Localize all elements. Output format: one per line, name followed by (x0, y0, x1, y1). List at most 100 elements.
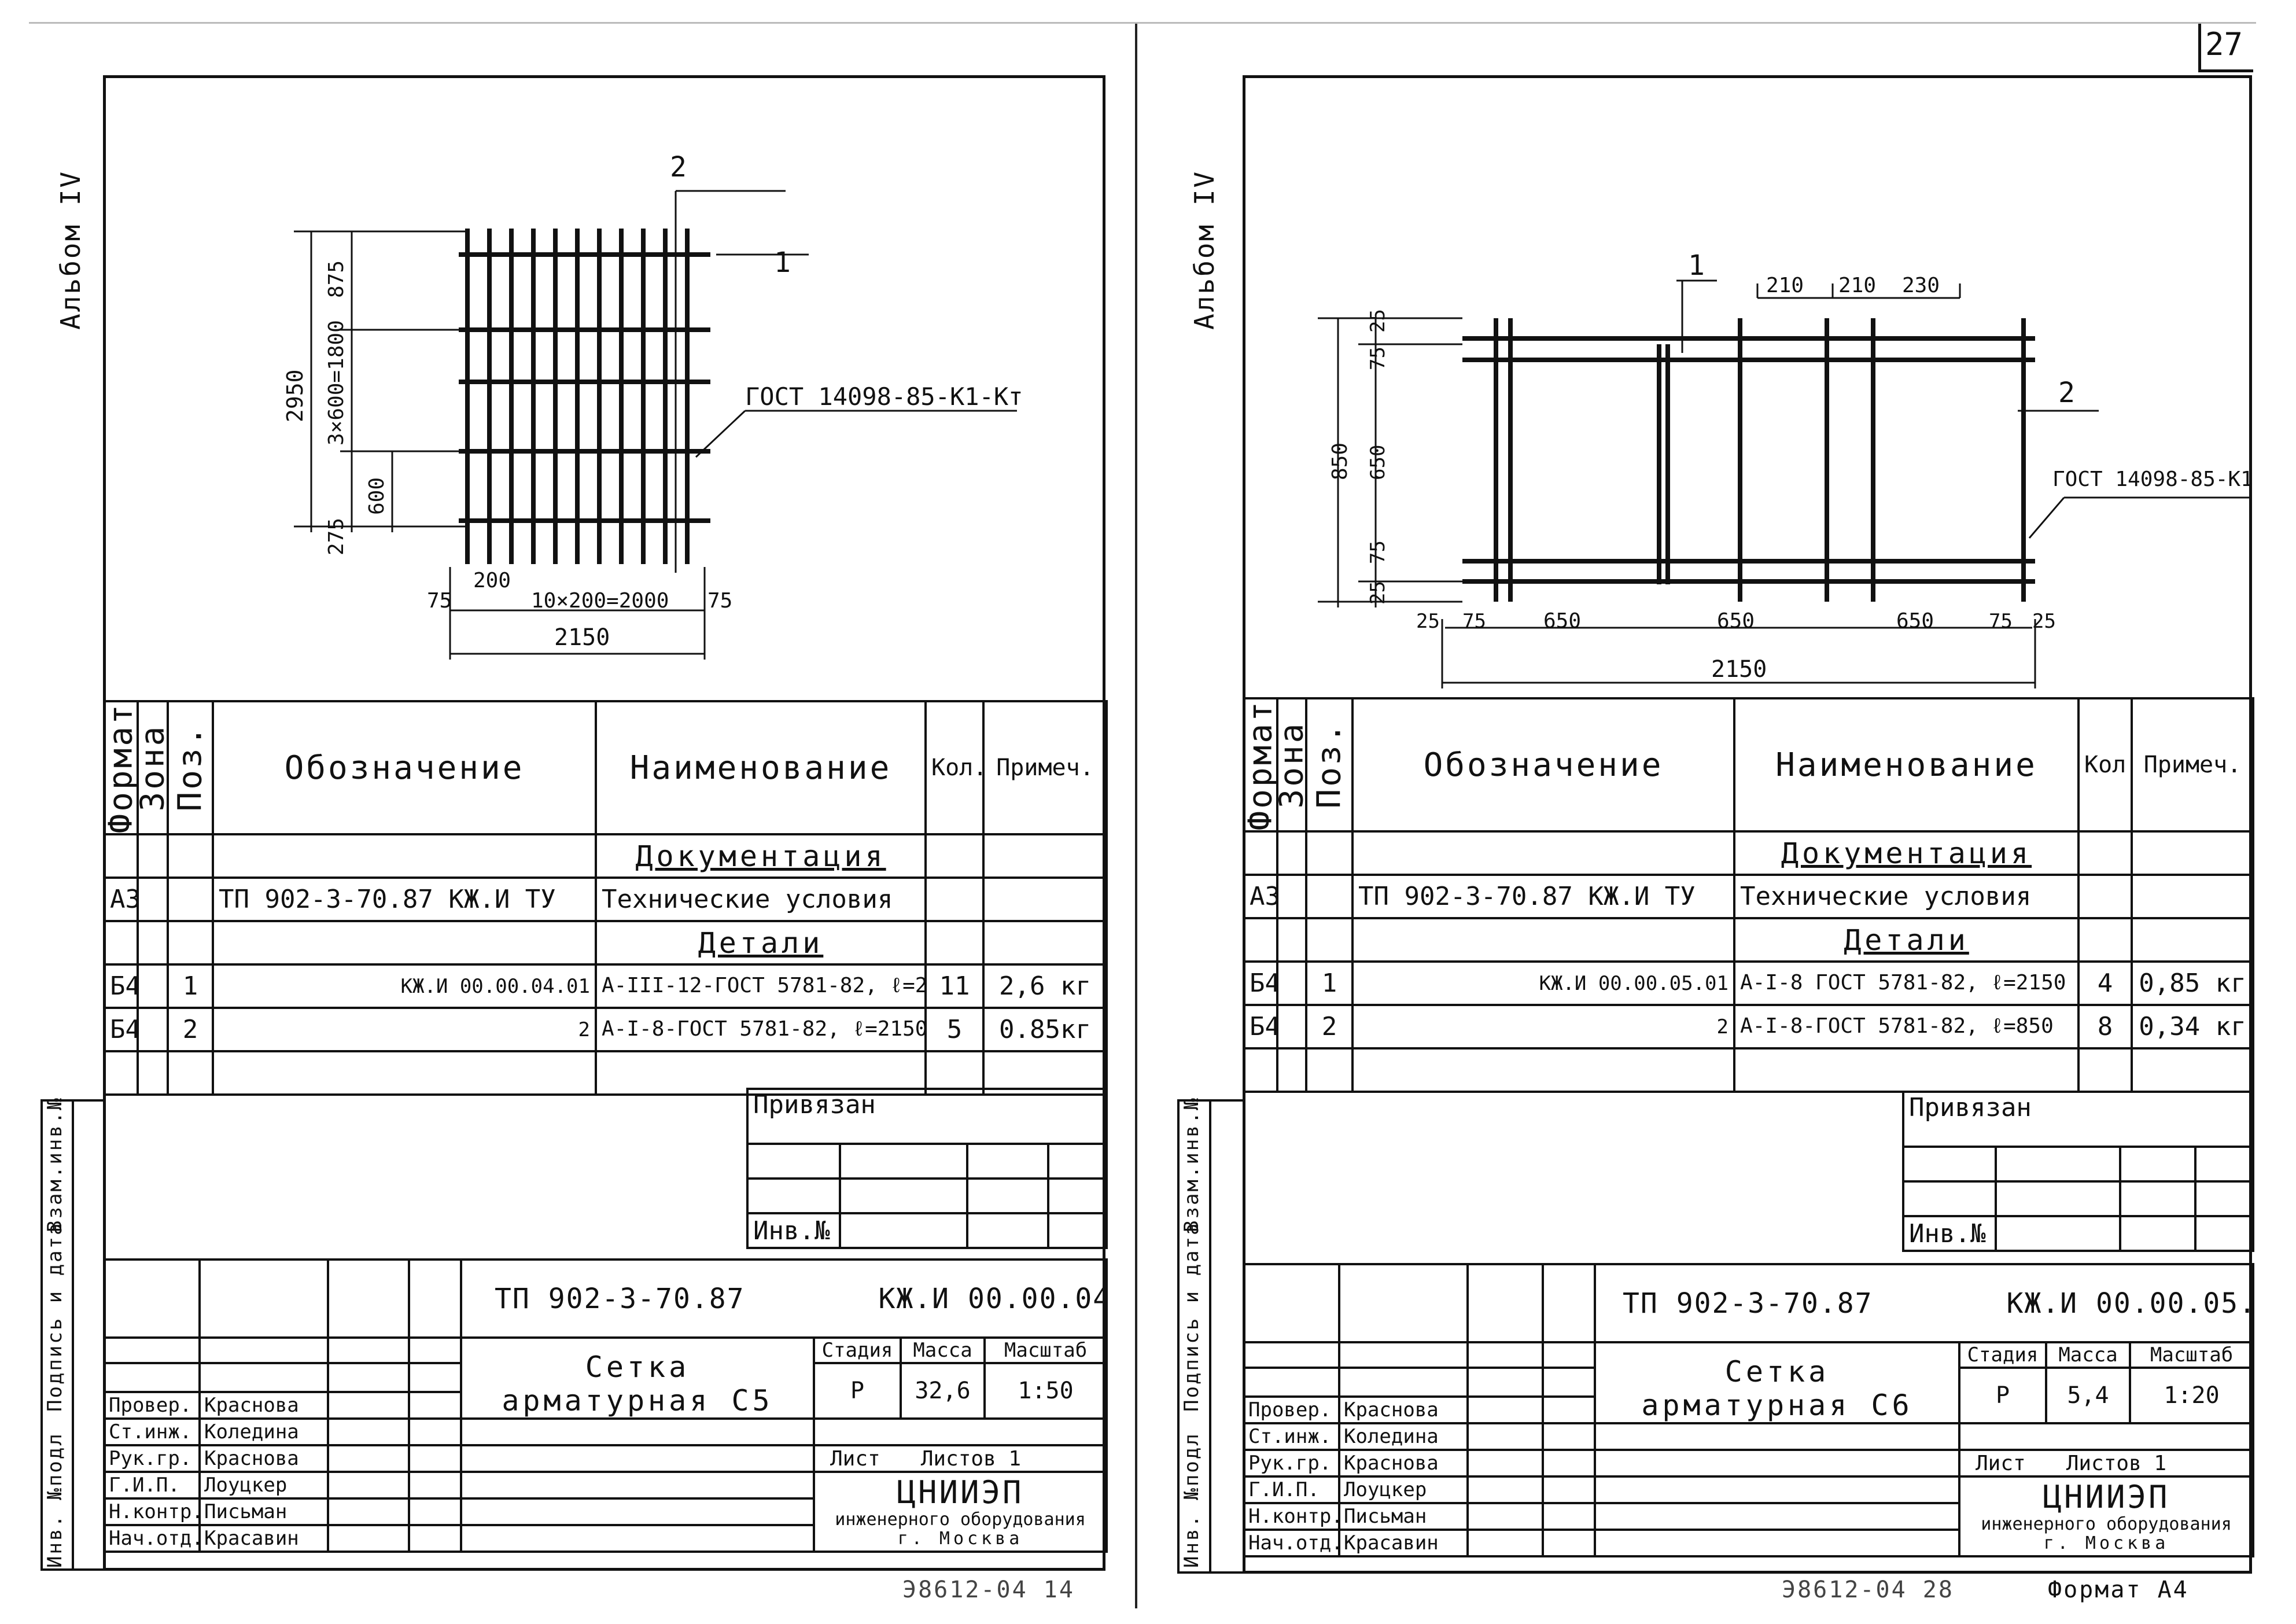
privyazan-block-c6: Привязан Инв.№ (1901, 1091, 2255, 1252)
section-docs: Документация (1733, 830, 2080, 877)
spec-table-c5: Формат Зона Поз. Обозначение Наименовани… (103, 699, 1108, 1096)
role-name: Красавин (1338, 1529, 1469, 1557)
mass-value: 32,6 (900, 1362, 986, 1420)
title-line1: Сетка (585, 1350, 690, 1384)
role-row: Рук.гр.Краснова Лист Листов 1 (1243, 1449, 2255, 1478)
role-name: Письман (198, 1497, 329, 1526)
dim-25-bottom: 25 (1366, 581, 1390, 605)
role-title: Н.контр. (1243, 1502, 1340, 1531)
row-qty: 5 (924, 1007, 985, 1053)
dimension-lines-c6 (1318, 279, 2249, 688)
scale-value: 1:50 (983, 1362, 1108, 1420)
dim-200-first: 200 (473, 569, 511, 592)
doc-name: Технические условия (1733, 874, 2080, 920)
role-name: Краснова (1338, 1449, 1469, 1478)
role-name: Коледина (1338, 1422, 1469, 1451)
scale-value: 1:20 (2128, 1367, 2255, 1424)
hdr-zone: Зона (138, 701, 168, 835)
footer-right: Э8612-04 28 (1782, 1577, 1954, 1603)
sheets-count: Листов 1 (2066, 1451, 2167, 1475)
spec-row: Б4 2 2 А-I-8-ГОСТ 5781-82, ℓ=850 8 0,34 … (1243, 1004, 2254, 1050)
doc-format: А3 (1243, 874, 1278, 920)
row-pos: 1 (167, 963, 214, 1010)
org-subtitle: инженерного оборудования (835, 1509, 1086, 1530)
row-name: А-I-8 ГОСТ 5781-82, ℓ=2150 (1733, 960, 2080, 1007)
dim-650-b3: 650 (1896, 609, 1934, 633)
sheet-label: Лист (1976, 1451, 2026, 1475)
dim-75-br: 75 (1989, 610, 2013, 633)
stage-value: Р (1958, 1367, 2047, 1424)
dim-75-top: 75 (1366, 347, 1390, 370)
mass-label: Масса (2045, 1341, 2131, 1369)
privyazan-label: Привязан (746, 1088, 1108, 1145)
document-code: КЖ.И 00.00.05.00 (2006, 1287, 2251, 1320)
org-name: ЦНИИЭП (897, 1474, 1024, 1511)
role-title: Н.контр. (103, 1497, 201, 1526)
dim-650-b1: 650 (1543, 609, 1581, 633)
role-name: Коледина (198, 1417, 329, 1446)
dim-pitch: 10×200=2000 (531, 589, 669, 613)
row-designation: КЖ.И 00.00.05.01 (1351, 960, 1735, 1007)
dim-600: 600 (365, 477, 389, 515)
row-qty: 4 (2077, 960, 2133, 1007)
role-name: Лоуцкер (1338, 1475, 1469, 1504)
spec-row: Б4 2 2 А-I-8-ГОСТ 5781-82, ℓ=2150 5 0.85… (103, 1007, 1108, 1053)
row-qty: 11 (924, 963, 985, 1010)
gost-label-c6: ГОСТ 14098-85-К1-Кт (2052, 467, 2252, 491)
side-stamp-left-col (72, 1099, 74, 1571)
album-label-right: Альбом IV (1189, 170, 1220, 330)
mass-value: 5,4 (2045, 1367, 2131, 1424)
role-title: Г.И.П. (1243, 1475, 1340, 1504)
dim-25-br: 25 (2032, 610, 2056, 633)
side-stamp-sign-right: Подпись и дата (1180, 1221, 1203, 1412)
role-row: Г.И.П.Лоуцкер ЦНИИЭП инженерного оборудо… (103, 1471, 1108, 1553)
doc-name: Технические условия (595, 877, 927, 923)
doc-format: А3 (103, 877, 139, 923)
row-pos: 2 (167, 1007, 214, 1053)
role-title: Рук.гр. (1243, 1449, 1340, 1478)
row-name: А-I-8-ГОСТ 5781-82, ℓ=850 (1733, 1004, 2080, 1050)
dim-875: 875 (325, 260, 348, 298)
mass-label: Масса (900, 1336, 986, 1364)
side-stamp-inv-left: Инв. №подл (43, 1432, 67, 1568)
dim-650-b2: 650 (1717, 609, 1755, 633)
dim-230: 230 (1902, 274, 1940, 297)
role-row: Провер.Краснова (1243, 1395, 2253, 1424)
hdr-zone: Зона (1277, 698, 1306, 832)
row-format: Б4 (1243, 960, 1278, 1007)
album-label-left: Альбом IV (55, 170, 86, 330)
side-stamp-sign-left: Подпись и дата (43, 1221, 67, 1412)
section-docs: Документация (595, 833, 927, 879)
page-number: 27 (2205, 26, 2243, 62)
sheet-label: Лист (830, 1446, 880, 1471)
dim-25-top: 25 (1366, 309, 1390, 333)
role-name: Краснова (198, 1444, 329, 1473)
dim-650-height: 650 (1366, 445, 1390, 480)
project-number: ТП 902-3-70.87 (1623, 1287, 1873, 1320)
document-code: КЖ.И 00.00.04.00 (878, 1282, 1107, 1315)
stage-label: Стадия (1958, 1341, 2047, 1369)
hdr-note: Примеч. (2131, 697, 2254, 833)
spec-row: Б4 1 КЖ.И 00.00.04.01 А-III-12-ГОСТ 5781… (103, 963, 1108, 1010)
role-title: Ст.инж. (1243, 1422, 1340, 1451)
role-title: Провер. (103, 1391, 201, 1420)
inv-no-label: Инв.№ (1902, 1215, 1997, 1252)
role-row: Г.И.П.Лоуцкер ЦНИИЭП инженерного оборудо… (1243, 1475, 2255, 1557)
role-name: Письман (1338, 1502, 1469, 1531)
privyazan-label: Привязан (1901, 1091, 2255, 1148)
hdr-note: Примеч. (982, 699, 1108, 836)
org-city: г. Москва (897, 1528, 1023, 1549)
row-note: 0,85 кг (2131, 960, 2254, 1007)
side-stamp-vzam-left: Взам.инв.№ (43, 1096, 67, 1232)
hdr-pos: Поз. (1306, 698, 1352, 832)
org-city: г. Москва (2043, 1533, 2169, 1553)
gost-label-c5: ГОСТ 14098-85-К1-Кт (745, 382, 1023, 411)
row-pos: 1 (1305, 960, 1354, 1007)
doc-designation: ТП 902-3-70.87 КЖ.И ТУ (1351, 874, 1735, 920)
sheet-divider (1135, 23, 1137, 1608)
top-edge-line (29, 22, 2256, 24)
role-row: Н.контр.Письман (103, 1497, 1107, 1526)
scale-label: Масштаб (983, 1336, 1108, 1364)
row-name: А-III-12-ГОСТ 5781-82, ℓ=2950 (595, 963, 927, 1010)
